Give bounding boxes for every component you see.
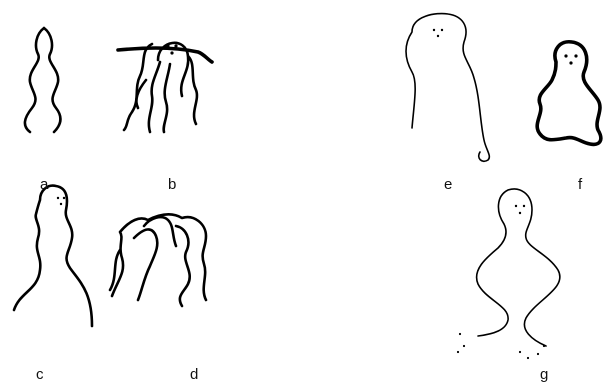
figure-e-outline [405, 12, 491, 163]
figure-g-eye-1 [514, 204, 518, 208]
figure-b-eye-2 [174, 44, 178, 48]
figure-g-dot-2 [462, 344, 466, 348]
figure-e-mouth [436, 34, 440, 38]
figure-a-drawing [23, 26, 62, 134]
figure-d-label: d [190, 366, 199, 383]
figure-f-eye-2 [574, 54, 578, 58]
figure-e-eye-1 [432, 28, 436, 32]
figure-g-eye-2 [522, 204, 526, 208]
figure-b-mouth [170, 51, 174, 55]
figure-b-strand-4 [186, 54, 199, 126]
figure-g-dot-1 [458, 332, 462, 336]
figure-b-strand-3 [162, 62, 172, 134]
figure-g-dot-3 [456, 350, 460, 354]
figure-e-drawing [405, 12, 491, 163]
figure-g-drawing [456, 188, 561, 360]
figure-b-strand-1 [122, 42, 154, 132]
figure-g-outline [475, 188, 561, 347]
figure-f-eye-1 [564, 54, 568, 58]
figure-d-inner-left [132, 228, 159, 302]
figure-b-eye-1 [166, 44, 170, 48]
figure-d-outer [110, 213, 208, 302]
figure-g-dot-6 [536, 352, 540, 356]
figure-f-label: f [578, 176, 583, 193]
figure-b-strand-2 [147, 60, 162, 134]
figure-e-label: e [444, 176, 453, 193]
figure-a-outline [23, 26, 62, 134]
figure-d-inner-mid [142, 215, 178, 248]
figure-g-mouth [518, 211, 522, 215]
figure-g-dot-4 [518, 350, 522, 354]
figure-b-strand-5 [135, 78, 148, 110]
figure-c-eye-1 [56, 196, 60, 200]
figure-b-drawing [116, 41, 214, 134]
figure-b-label: b [168, 176, 177, 193]
figure-a-label: a [40, 176, 49, 193]
figure-f-outline [535, 39, 603, 147]
figure-g-label: g [540, 366, 549, 383]
figure-f-mouth [569, 61, 573, 65]
figure-g-dot-7 [542, 344, 546, 348]
figure-c-outline [12, 184, 94, 328]
figure-d-strand [108, 248, 122, 292]
figure-c-eye-2 [62, 196, 66, 200]
figure-c-label: c [36, 366, 44, 383]
figure-d-inner-right [174, 224, 191, 308]
figure-e-eye-2 [440, 28, 444, 32]
figure-d-drawing [108, 213, 208, 308]
figure-b-bar [116, 46, 214, 64]
figure-c-drawing [12, 184, 94, 328]
figure-f-drawing [535, 39, 603, 147]
figure-c-mouth [59, 202, 63, 206]
figure-g-dot-5 [526, 356, 530, 360]
